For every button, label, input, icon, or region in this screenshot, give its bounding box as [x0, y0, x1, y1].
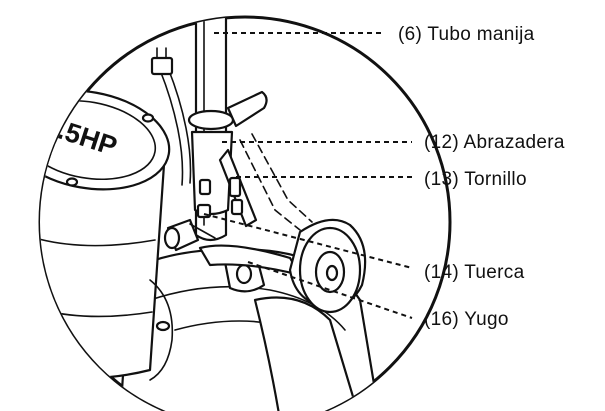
leader-yugo	[247, 261, 413, 319]
label-yugo: (16) Yugo	[424, 309, 509, 330]
label-abrazadera: (12) Abrazadera	[424, 132, 565, 153]
power-cord	[150, 47, 192, 186]
callout-labels: (6) Tubo manija (12) Abrazadera (13) Tor…	[398, 24, 565, 330]
motor: 1.5HP	[40, 89, 174, 381]
leader-lines	[203, 32, 413, 319]
nut	[163, 218, 216, 252]
label-tuerca: (14) Tuerca	[424, 262, 525, 283]
label-tubo-manija: (6) Tubo manija	[398, 24, 535, 45]
label-tornillo: (13) Tornillo	[424, 169, 527, 190]
yoke-bracket	[198, 244, 302, 293]
yoke-phantom	[218, 133, 313, 231]
clamp	[187, 90, 268, 219]
